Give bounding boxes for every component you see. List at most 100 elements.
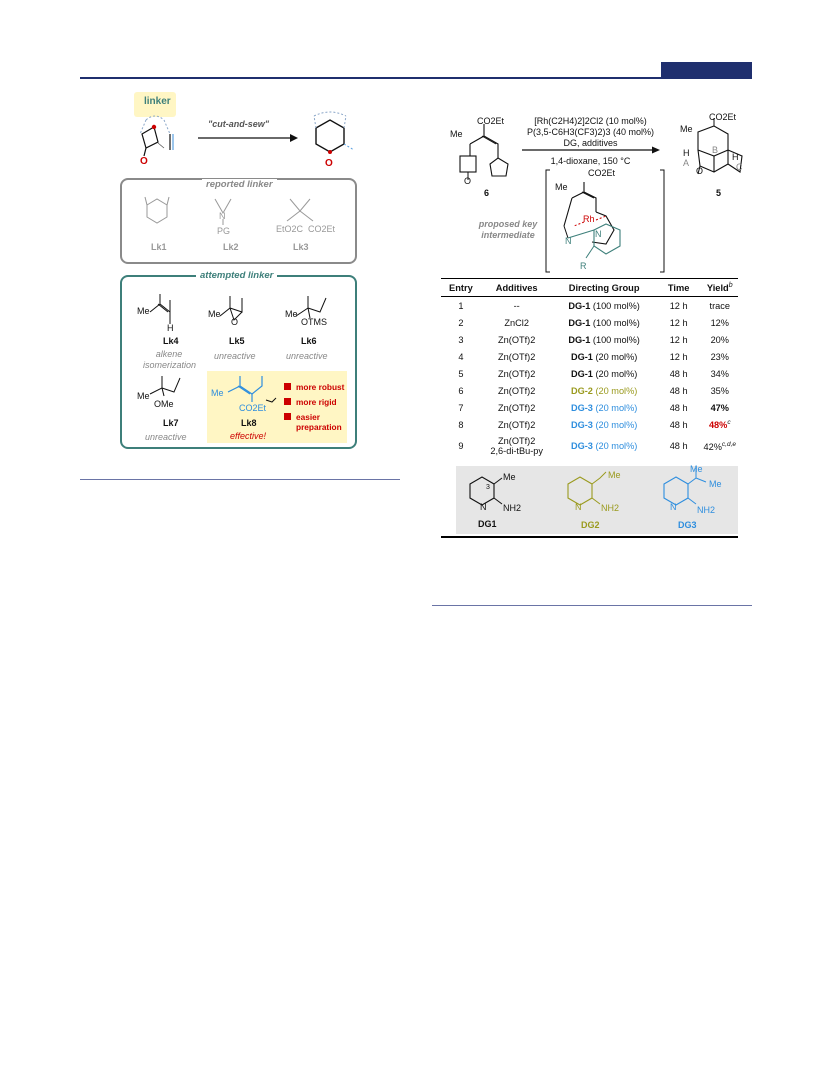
dg3-me2: Me — [709, 479, 722, 489]
additive-cell: Zn(OTf)2 — [481, 416, 553, 433]
time-cell: 12 h — [669, 300, 688, 311]
lk4-h: H — [167, 323, 174, 333]
additive: Zn(OTf)2 — [498, 368, 536, 379]
entry-cell: 7 — [458, 402, 464, 413]
additive: Zn(OTf)2 — [498, 402, 536, 413]
dg-amount: (20 mol%) — [592, 402, 638, 413]
intermediate-caption-2: intermediate — [481, 230, 535, 240]
lk2-label: Lk2 — [223, 242, 239, 252]
yield-cell: trace — [702, 297, 738, 315]
product-ring-a: A — [683, 158, 690, 168]
dg3-me1: Me — [690, 464, 703, 474]
additive-cell: Zn(OTf)2 — [481, 365, 553, 382]
dg-name: DG-3 — [570, 441, 593, 452]
dg-amount: (100 mol%) — [590, 300, 640, 311]
table-bottom-rule — [441, 536, 738, 538]
product-label: 5 — [716, 188, 722, 198]
directing-group-cell: DG-1 (20 mol%) — [553, 365, 656, 382]
intermediate-structure — [545, 169, 665, 273]
yield-sup: c,d,e — [721, 440, 736, 448]
dg3-label: DG3 — [678, 520, 697, 530]
dg2-me: Me — [608, 470, 621, 480]
lk5-label: Lk5 — [229, 336, 245, 346]
additive: ZnCl2 — [504, 317, 529, 328]
header-yield-sup: b — [728, 282, 733, 289]
lk8-highlight — [207, 371, 347, 443]
additive: Zn(OTf)2 — [498, 419, 536, 430]
entry-cell: 6 — [458, 385, 464, 396]
additive-cell: ZnCl2 — [481, 314, 553, 331]
product-ketone-o: O — [325, 158, 333, 169]
yield-cell: 34% — [702, 365, 738, 382]
header-yield-text: Yield — [706, 283, 729, 294]
dg1-nh2: NH2 — [503, 503, 522, 513]
table-header-row: Entry Additives Directing Group Time Yie… — [441, 277, 738, 298]
yield-value: 35% — [710, 385, 729, 396]
yield-value: 42% — [703, 441, 722, 452]
directing-group-cell: DG-1 (100 mol%) — [553, 314, 656, 331]
entry-cell: 5 — [458, 368, 464, 379]
yield-value: trace — [709, 300, 730, 311]
lk2-pg: PG — [217, 226, 231, 236]
attempted-linker-title: attempted linker — [196, 270, 278, 281]
advantage-2: more rigid — [284, 397, 337, 407]
lk4-label: Lk4 — [163, 336, 179, 346]
yield-cell: 23% — [702, 348, 738, 365]
additive: Zn(OTf)2 — [498, 351, 536, 362]
dg-name: DG-1 — [570, 368, 593, 379]
yield-value: 12% — [710, 317, 729, 328]
dg-amount: (20 mol%) — [592, 368, 638, 379]
intermediate-co2et: CO2Et — [588, 168, 616, 178]
lk6-label: Lk6 — [301, 336, 317, 346]
product-me: Me — [680, 124, 693, 134]
dg-name: DG-1 — [568, 317, 591, 328]
directing-group-cell: DG-3 (20 mol%) — [553, 433, 656, 459]
header-additives: Additives — [480, 277, 553, 298]
dg-amount: (20 mol%) — [592, 351, 638, 362]
yield-cell: 12% — [702, 314, 738, 331]
dg-amount: (100 mol%) — [590, 317, 640, 328]
product-h1: H — [683, 148, 690, 158]
dg-name: DG-1 — [570, 351, 593, 362]
yield-value: 48% — [708, 420, 728, 431]
dg3-nh2: NH2 — [697, 505, 716, 515]
entry-cell: 1 — [458, 300, 464, 311]
intermediate-n2: N — [595, 229, 602, 239]
advantage-2-text: more rigid — [296, 397, 337, 407]
linker-highlight — [134, 92, 176, 117]
lk7-me: Me — [137, 391, 150, 401]
advantage-1-text: more robust — [296, 382, 345, 392]
dg1-n: N — [480, 502, 487, 512]
lk1-label: Lk1 — [151, 242, 167, 252]
time-cell: 48 h — [669, 402, 688, 413]
substrate-co2et: CO2Et — [477, 116, 505, 126]
directing-group-cell: DG-2 (20 mol%) — [553, 382, 656, 399]
entry-cell: 8 — [458, 419, 464, 430]
yield-value: 20% — [710, 334, 729, 345]
lk6-otms: OTMS — [301, 317, 327, 327]
substrate-label: 6 — [484, 188, 490, 198]
yield-cell: 47% — [702, 399, 738, 416]
header-directing-group: Directing Group — [552, 277, 656, 298]
lk5-note: unreactive — [214, 351, 256, 361]
additive-cell: -- — [481, 297, 553, 315]
header-time: Time — [655, 277, 702, 298]
optimization-table: Entry Additives Directing Group Time Yie… — [441, 277, 738, 459]
additive-cell: Zn(OTf)2 — [481, 382, 553, 399]
cut-and-sew-label: "cut-and-sew" — [208, 119, 270, 129]
entry-cell: 9 — [458, 441, 464, 452]
advantage-2-marker — [284, 398, 291, 405]
header-rule — [80, 77, 752, 79]
lk7-structure — [149, 376, 181, 397]
lk3-label: Lk3 — [293, 242, 309, 252]
time-cell: 12 h — [669, 317, 688, 328]
